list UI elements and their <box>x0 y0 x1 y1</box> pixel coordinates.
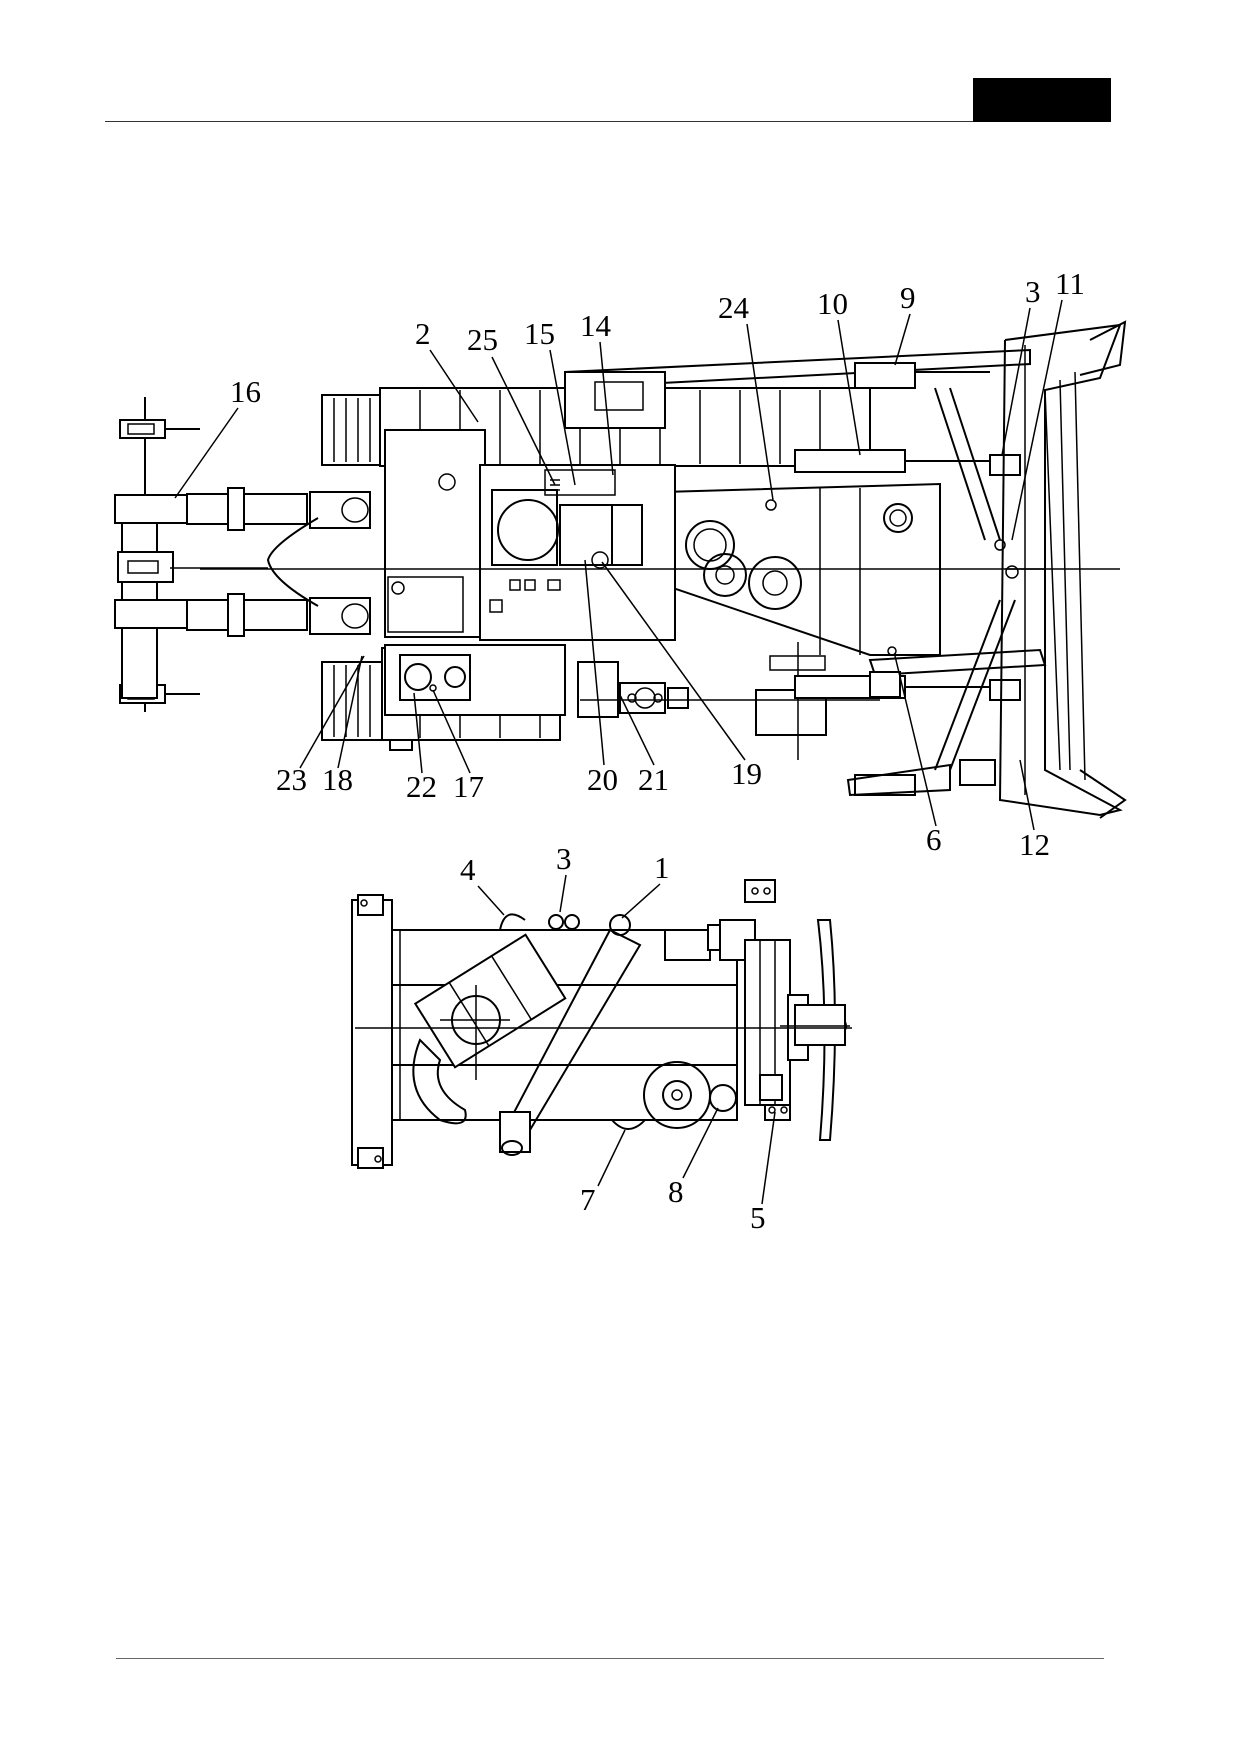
callout-label: 9 <box>900 280 916 315</box>
callout-label: 2 <box>415 316 431 351</box>
callout-label: 10 <box>817 286 848 321</box>
callout-label: 22 <box>406 769 437 804</box>
track-rear <box>321 394 413 751</box>
callout-label: 25 <box>467 322 498 357</box>
callouts-top: 2 25 15 14 24 10 9 3 11 16 23 18 22 <box>174 266 1085 862</box>
callout-label: 14 <box>580 308 612 343</box>
callout-label: 11 <box>1055 266 1085 301</box>
callout-label: 3 <box>556 841 572 876</box>
bulldozer-plan-view: 2 25 15 14 24 10 9 3 11 16 23 18 22 <box>114 266 1127 862</box>
callout-label: 20 <box>587 762 618 797</box>
header-black-block <box>973 78 1111 122</box>
callout-label: 24 <box>718 290 750 325</box>
hydraulic-unit <box>384 642 880 760</box>
callout-label: 1 <box>654 850 670 885</box>
callout-label: 6 <box>926 822 942 857</box>
dozer-blade <box>846 320 1127 819</box>
callout-label: 12 <box>1019 827 1050 862</box>
callout-label: 15 <box>524 316 555 351</box>
callout-label: 21 <box>638 762 669 797</box>
cab-area <box>384 371 676 641</box>
callout-label: 8 <box>668 1174 684 1209</box>
callout-label: 3 <box>1025 274 1041 309</box>
engine-side-view: 4 3 1 7 8 5 <box>351 841 852 1235</box>
callout-label: 16 <box>230 374 261 409</box>
callout-label: 19 <box>731 756 762 791</box>
callout-label: 7 <box>580 1182 596 1217</box>
callout-label: 17 <box>453 769 484 804</box>
rear-ripper <box>114 397 371 712</box>
footer-rule <box>116 1658 1104 1659</box>
callout-label: 23 <box>276 762 307 797</box>
callout-label: 5 <box>750 1200 766 1235</box>
header-rule <box>105 121 1110 122</box>
callout-label: 4 <box>460 852 476 887</box>
blade-cylinders <box>794 362 1021 796</box>
